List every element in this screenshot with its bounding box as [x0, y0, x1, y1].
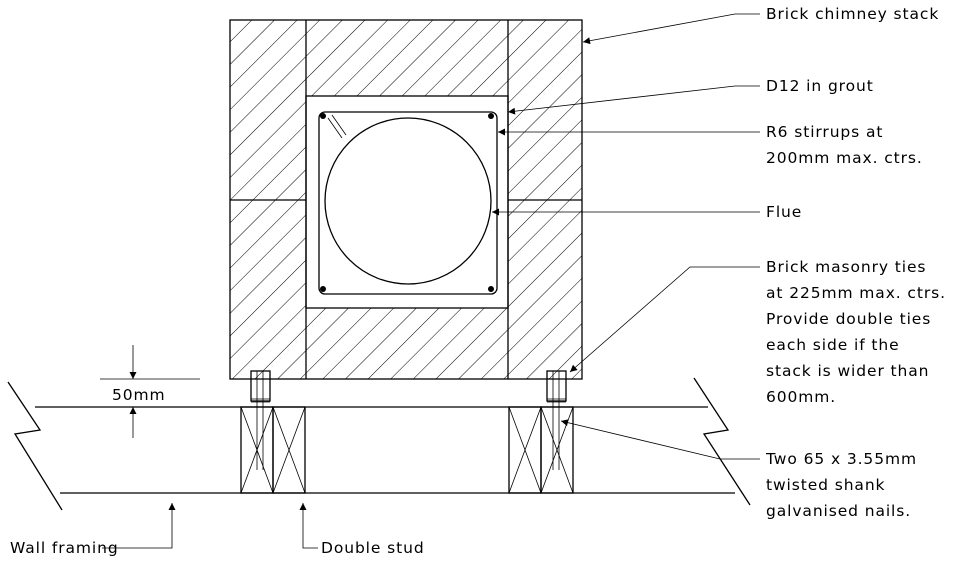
flue-circle	[324, 117, 492, 285]
label-wall-framing: Wall framing	[10, 539, 119, 557]
label-nails-1: Two 65 x 3.55mm	[765, 450, 917, 468]
double-stud-left	[240, 406, 306, 494]
label-ties-5: stack is wider than	[766, 362, 929, 380]
stirrup	[318, 111, 498, 295]
masonry-tie-left	[250, 370, 271, 407]
masonry-tie-right	[546, 370, 567, 407]
label-ties-2: at 225mm max. ctrs.	[766, 284, 946, 302]
label-stirrups-2: 200mm max. ctrs.	[766, 149, 923, 167]
label-stirrups-1: R6 stirrups at	[766, 123, 883, 141]
d12-bars	[320, 113, 494, 292]
dimension-label: 50mm	[112, 386, 166, 404]
label-flue: Flue	[766, 203, 802, 221]
label-chimney: Brick chimney stack	[766, 5, 939, 23]
label-ties-3: Provide double ties	[766, 310, 931, 328]
label-double-stud: Double stud	[321, 539, 425, 557]
label-nails-3: galvanised nails.	[766, 502, 911, 520]
double-stud-right	[508, 406, 574, 494]
chimney-stack	[229, 19, 583, 380]
leader-lines	[102, 13, 760, 549]
label-d12: D12 in grout	[766, 77, 874, 95]
label-nails-2: twisted shank	[766, 476, 885, 494]
label-ties-6: 600mm.	[766, 388, 836, 406]
dimension-50mm: 50mm	[100, 345, 200, 438]
label-ties-4: each side if the	[766, 336, 900, 354]
label-ties-1: Brick masonry ties	[766, 258, 926, 276]
